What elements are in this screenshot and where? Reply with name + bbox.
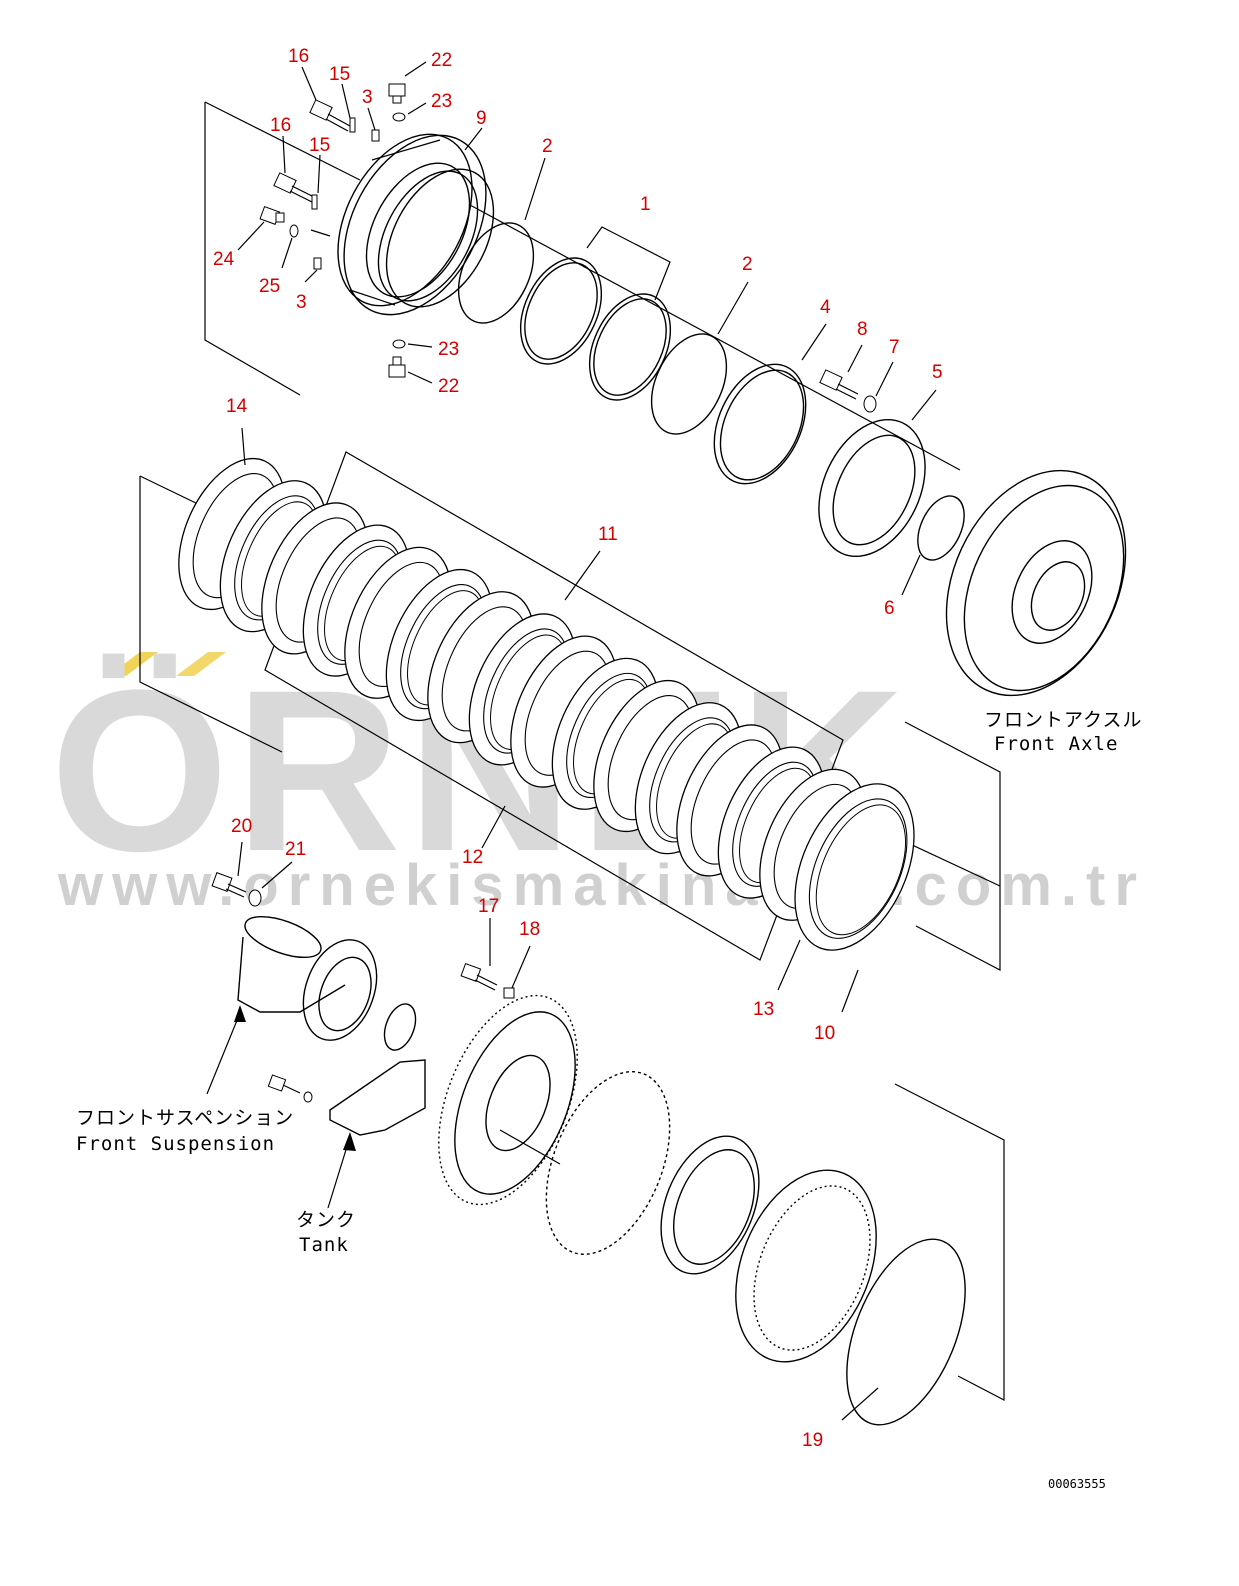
part-17-bolt	[460, 962, 498, 991]
part-3-shim	[313, 257, 322, 270]
watermark-accent-mark	[176, 652, 226, 676]
callout-22: 22	[438, 376, 459, 397]
part-19-o-ring	[846, 1238, 966, 1426]
callout-3: 3	[362, 87, 373, 108]
drawing-code: 00063555	[1048, 1477, 1106, 1491]
part-2-o-ring	[650, 333, 728, 435]
part-23-seal	[392, 112, 406, 122]
caption-front-axle-jp: フロントアクスル	[984, 709, 1142, 731]
caption-front-axle-en: Front Axle	[994, 733, 1118, 755]
captions: フロントアクスル Front Axle フロントサスペンション Front Su…	[76, 709, 1142, 1491]
callout-1: 1	[640, 194, 651, 215]
callout-17: 17	[478, 896, 499, 917]
callout-23: 23	[431, 91, 452, 112]
part-2-o-ring	[457, 222, 535, 324]
part-25-seal	[289, 224, 299, 238]
callout-16: 16	[270, 115, 291, 136]
flange-ring	[735, 1169, 877, 1363]
watermark-accent-mark	[108, 652, 158, 676]
part-15-washer	[349, 117, 356, 133]
callout-9: 9	[476, 108, 487, 129]
callout-13: 13	[753, 999, 774, 1020]
part-21-washer	[248, 889, 262, 907]
callouts: 16 15 3 22 23 9 16 15 2 1 24 25 3 23 22 …	[213, 46, 943, 1451]
part-5-retainer-plate	[818, 418, 926, 558]
callout-7: 7	[889, 337, 900, 358]
part-23-seal	[392, 339, 406, 349]
front-axle-hub	[945, 469, 1127, 697]
part-16-bolt	[273, 172, 317, 204]
discs	[178, 457, 915, 951]
callout-15: 15	[309, 135, 330, 156]
part-20-bolt	[211, 872, 247, 898]
caption-tank-jp: タンク	[296, 1209, 356, 1231]
part-24-plug	[259, 205, 285, 225]
callout-14: 14	[226, 396, 248, 417]
callout-21: 21	[285, 839, 306, 860]
callout-2: 2	[742, 254, 753, 275]
upper-assembly	[204, 83, 1127, 697]
front-suspension	[237, 915, 417, 1051]
callout-25: 25	[259, 276, 280, 297]
brake-housing-large	[438, 994, 578, 1206]
caption-tank-en: Tank	[299, 1234, 349, 1256]
part-10-plate	[794, 783, 915, 951]
part-16-bolt	[309, 99, 351, 132]
callout-5: 5	[932, 362, 943, 383]
disc-stack-assembly	[139, 451, 1001, 971]
caption-front-suspension-jp: フロントサスペンション	[76, 1107, 294, 1129]
part-22-plug	[388, 83, 406, 104]
part-8-bolt	[819, 369, 859, 400]
callout-3: 3	[296, 292, 307, 313]
part-15-washer	[311, 194, 318, 210]
part-6-o-ring	[917, 495, 965, 561]
callout-22: 22	[431, 50, 452, 71]
callout-24: 24	[213, 249, 235, 270]
callout-10: 10	[814, 1023, 835, 1044]
tank-bracket	[267, 1059, 426, 1136]
callout-4: 4	[820, 297, 831, 318]
callout-12: 12	[462, 847, 483, 868]
gear-ring-dashed	[545, 1071, 671, 1255]
part-18-nut	[503, 987, 515, 999]
part-1-seal-ring	[588, 293, 672, 401]
callout-20: 20	[231, 816, 252, 837]
part-1-seal-ring	[519, 257, 603, 365]
callout-18: 18	[519, 919, 540, 940]
callout-6: 6	[884, 598, 895, 619]
callout-23: 23	[438, 339, 459, 360]
callout-15: 15	[329, 64, 350, 85]
callout-8: 8	[857, 319, 868, 340]
part-9-housing	[337, 133, 495, 316]
part-7-washer	[863, 395, 877, 413]
part-22-plug	[388, 356, 406, 378]
leader-lines	[206, 61, 937, 1421]
part-4-piston-ring	[713, 363, 807, 485]
bearing-ring	[660, 1135, 760, 1275]
callout-19: 19	[802, 1430, 823, 1451]
callout-11: 11	[598, 524, 618, 545]
part-3-shim	[371, 129, 380, 142]
callout-2: 2	[542, 136, 553, 157]
lower-assembly	[211, 872, 1005, 1426]
callout-16: 16	[288, 46, 309, 67]
caption-front-suspension-en: Front Suspension	[76, 1133, 275, 1155]
